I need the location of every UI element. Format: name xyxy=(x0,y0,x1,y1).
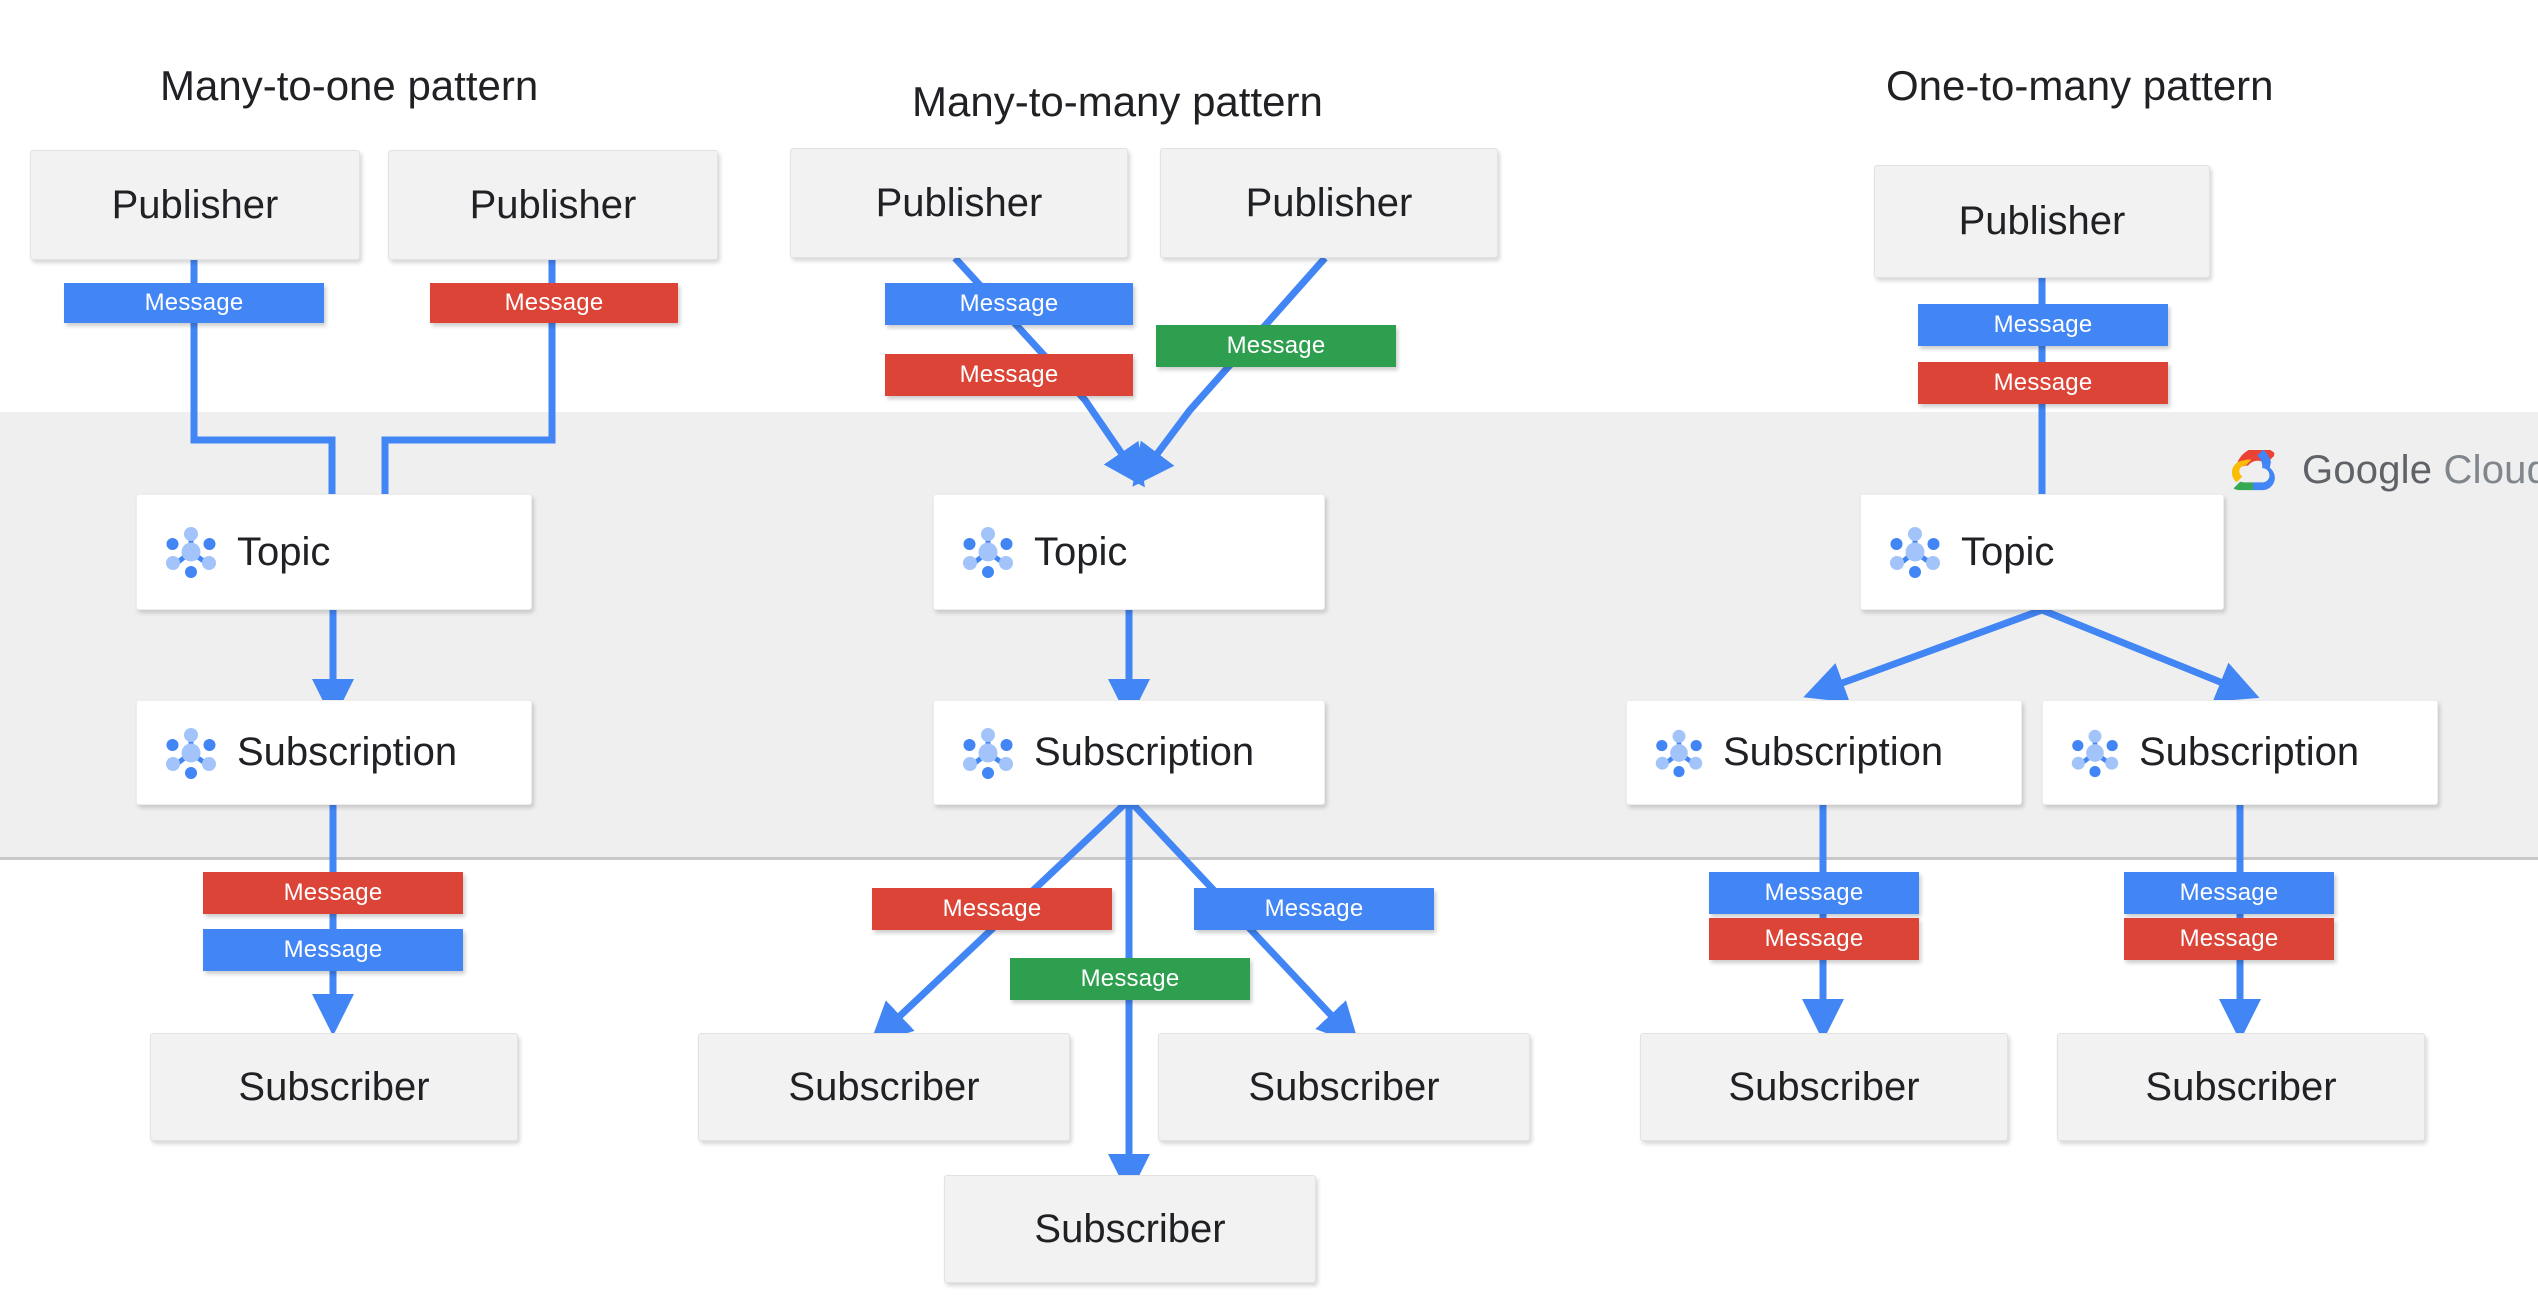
message-label: Message xyxy=(1993,369,2093,396)
message-label: Message xyxy=(959,361,1059,388)
publisher-node[interactable]: Publisher xyxy=(30,150,360,260)
subscriber-node[interactable]: Subscriber xyxy=(150,1033,518,1141)
pubsub-hub-icon xyxy=(963,527,1013,578)
publisher-label: Publisher xyxy=(875,180,1043,225)
subscription-node[interactable]: Subscription xyxy=(136,700,532,805)
message-label: Message xyxy=(2179,879,2279,906)
subscriber-node[interactable]: Subscriber xyxy=(2057,1033,2425,1141)
subscription-node[interactable]: Subscription xyxy=(933,700,1325,805)
message-label: Message xyxy=(2179,925,2279,952)
topic-label: Topic xyxy=(1961,529,2055,574)
message-chip[interactable]: Message xyxy=(1709,918,1919,960)
subscription-label: Subscription xyxy=(237,730,458,774)
publisher-label: Publisher xyxy=(469,182,637,227)
pubsub-hub-icon xyxy=(1655,729,1703,777)
brand-cloud: Cloud xyxy=(2443,448,2538,492)
message-label: Message xyxy=(1226,332,1326,359)
subscription-node[interactable]: Subscription xyxy=(1626,700,2022,805)
message-label: Message xyxy=(283,879,383,906)
message-label: Message xyxy=(144,289,244,316)
message-label: Message xyxy=(283,936,383,963)
topic-node[interactable]: Topic xyxy=(136,494,532,610)
publisher-node[interactable]: Publisher xyxy=(1874,165,2210,278)
message-chip[interactable]: Message xyxy=(1918,362,2168,404)
message-chip[interactable]: Message xyxy=(203,872,463,914)
subscription-node[interactable]: Subscription xyxy=(2042,700,2438,805)
subscription-label: Subscription xyxy=(1034,730,1255,774)
subscriber-label: Subscriber xyxy=(1728,1064,1920,1109)
google-cloud-wordmark: Google Cloud xyxy=(2302,448,2538,493)
message-chip[interactable]: Message xyxy=(885,283,1133,325)
subscriber-label: Subscriber xyxy=(238,1064,430,1109)
publisher-node[interactable]: Publisher xyxy=(388,150,718,260)
message-label: Message xyxy=(1764,879,1864,906)
message-label: Message xyxy=(1764,925,1864,952)
message-chip[interactable]: Message xyxy=(1156,325,1396,367)
subscription-label: Subscription xyxy=(1723,730,1944,774)
subscriber-node[interactable]: Subscriber xyxy=(944,1175,1316,1283)
message-label: Message xyxy=(1993,311,2093,338)
publisher-label: Publisher xyxy=(111,182,279,227)
pubsub-hub-icon xyxy=(166,727,216,779)
message-label: Message xyxy=(942,895,1042,922)
message-chip[interactable]: Message xyxy=(1918,304,2168,346)
subscriber-label: Subscriber xyxy=(1248,1064,1440,1109)
message-chip[interactable]: Message xyxy=(872,888,1112,930)
message-chip[interactable]: Message xyxy=(2124,918,2334,960)
message-chip[interactable]: Message xyxy=(885,354,1133,396)
message-chip[interactable]: Message xyxy=(1709,872,1919,914)
topic-node[interactable]: Topic xyxy=(933,494,1325,610)
subscriber-node[interactable]: Subscriber xyxy=(1158,1033,1530,1141)
message-chip[interactable]: Message xyxy=(2124,872,2334,914)
column-title-many-to-one: Many-to-one pattern xyxy=(160,62,539,109)
subscription-label: Subscription xyxy=(2139,730,2360,774)
message-label: Message xyxy=(1264,895,1364,922)
publisher-label: Publisher xyxy=(1245,180,1413,225)
message-chip[interactable]: Message xyxy=(203,929,463,971)
message-chip[interactable]: Message xyxy=(430,283,678,323)
message-label: Message xyxy=(959,290,1059,317)
topic-node[interactable]: Topic xyxy=(1860,494,2224,610)
subscriber-label: Subscriber xyxy=(2145,1064,2337,1109)
google-cloud-logo-icon xyxy=(2232,449,2275,490)
publisher-label: Publisher xyxy=(1958,199,2126,243)
message-chip[interactable]: Message xyxy=(1010,958,1250,1000)
brand-google: Google xyxy=(2302,448,2433,492)
subscriber-label: Subscriber xyxy=(1034,1206,1226,1251)
subscriber-node[interactable]: Subscriber xyxy=(698,1033,1070,1141)
message-label: Message xyxy=(1080,965,1180,992)
message-chip[interactable]: Message xyxy=(64,283,324,323)
pubsub-hub-icon xyxy=(963,727,1013,779)
pubsub-hub-icon xyxy=(166,527,216,578)
topic-label: Topic xyxy=(1034,529,1128,574)
publisher-node[interactable]: Publisher xyxy=(790,148,1128,258)
column-title-many-to-many: Many-to-many pattern xyxy=(912,78,1323,125)
publisher-node[interactable]: Publisher xyxy=(1160,148,1498,258)
google-cloud-logo: Google Cloud xyxy=(2232,448,2538,493)
pubsub-hub-icon xyxy=(1890,527,1940,578)
message-chip[interactable]: Message xyxy=(1194,888,1434,930)
subscriber-label: Subscriber xyxy=(788,1064,980,1109)
message-label: Message xyxy=(504,289,604,316)
column-title-one-to-many: One-to-many pattern xyxy=(1886,62,2274,109)
topic-label: Topic xyxy=(237,529,331,574)
subscriber-node[interactable]: Subscriber xyxy=(1640,1033,2008,1141)
pubsub-hub-icon xyxy=(2071,729,2119,777)
